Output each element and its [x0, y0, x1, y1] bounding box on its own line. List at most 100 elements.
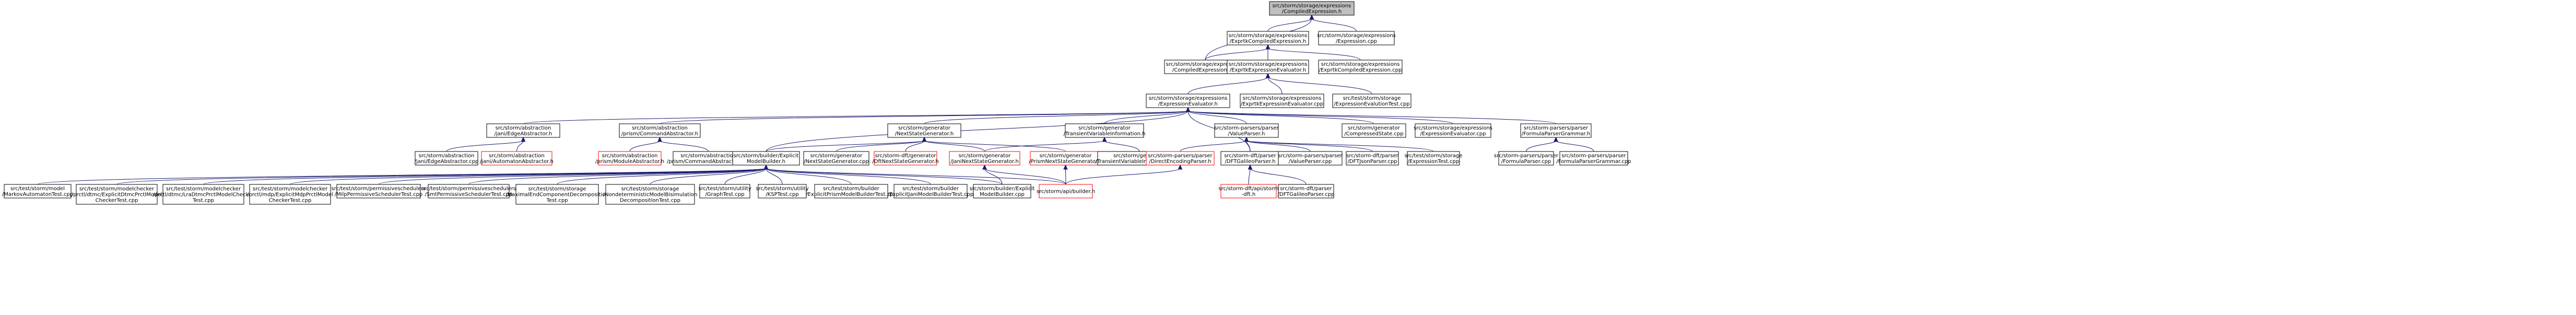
graph-node[interactable]: src/storm/abstraction/prism/CommandAbstr… [619, 123, 701, 138]
node-box[interactable] [758, 184, 807, 199]
node-box[interactable] [1415, 123, 1491, 138]
node-box[interactable] [1342, 123, 1406, 138]
node-box[interactable] [1220, 151, 1280, 166]
graph-node[interactable]: src/storm-dft/generator/DftNextStateGene… [872, 151, 939, 166]
node-box[interactable] [699, 184, 750, 199]
node-box[interactable] [874, 151, 937, 166]
node-box[interactable] [732, 151, 800, 166]
graph-node[interactable]: src/storm-dft/api/storm-dft.h [1218, 184, 1279, 199]
node-box[interactable] [673, 151, 744, 166]
graph-node[interactable]: src/storm/generator/NextStateGenerator.c… [803, 151, 869, 166]
node-box[interactable] [605, 184, 695, 205]
graph-node[interactable]: src/storm/builder/ExplicitModelBuilder.c… [970, 184, 1035, 199]
node-box[interactable] [336, 184, 421, 199]
node-box[interactable] [1220, 184, 1277, 199]
graph-node[interactable]: src/test/storm/utility/GraphTest.cpp [698, 184, 751, 199]
graph-node[interactable]: src/storm/storage/expressions/Expression… [1146, 94, 1230, 108]
dependency-edge [984, 140, 1105, 152]
graph-node[interactable]: src/storm-parsers/parser/ValueParser.h [1214, 123, 1279, 138]
graph-node[interactable]: src/storm/abstraction/prism/ModuleAbstra… [595, 151, 664, 166]
graph-node[interactable]: src/storm-parsers/parser/FormulaParserGr… [1520, 123, 1592, 138]
node-box[interactable] [1039, 184, 1093, 199]
node-box[interactable] [1346, 151, 1399, 166]
graph-node[interactable]: src/test/storm/modelchecker/prctl/dtmc/E… [72, 184, 162, 205]
node-box[interactable] [481, 151, 552, 166]
graph-node[interactable]: src/storm-parsers/parser/FormulaParserGr… [1556, 151, 1631, 166]
dependency-edge [290, 168, 767, 185]
graph-node[interactable]: src/test/storm/permissiveschedulers/SmtP… [421, 184, 516, 199]
graph-node[interactable]: src/storm/storage/expressions/ExprtkComp… [1227, 31, 1309, 45]
node-box[interactable] [1407, 151, 1460, 166]
node-box[interactable] [1278, 151, 1343, 166]
graph-node[interactable]: src/storm/abstraction/jani/EdgeAbstracto… [415, 151, 479, 166]
graph-node[interactable]: src/test/storm/permissiveschedulers/Milp… [331, 184, 426, 199]
node-box[interactable] [515, 184, 599, 205]
node-box[interactable] [1332, 94, 1411, 108]
graph-node[interactable]: src/test/storm/builder/ExplicitJaniModel… [888, 184, 973, 199]
graph-node[interactable]: src/test/storm/modelchecker/prctl/mdp/Ex… [247, 184, 333, 205]
graph-node[interactable]: src/storm/generator/PrismNextStateGenera… [1029, 151, 1102, 166]
graph-node[interactable]: src/test/storm/utility/KSPTest.cpp [756, 184, 809, 199]
graph-node[interactable]: src/storm-dft/parser/DFTGalileoParser.cp… [1278, 184, 1335, 199]
graph-node[interactable]: src/test/storm/builder/ExplicitPrismMode… [806, 184, 897, 199]
node-box[interactable] [1269, 1, 1355, 16]
node-box[interactable] [486, 123, 560, 138]
graph-node[interactable]: src/storm/storage/expressions/Expression… [1317, 31, 1396, 45]
node-box[interactable] [1146, 94, 1230, 108]
node-box[interactable] [1240, 94, 1324, 108]
graph-node[interactable]: src/storm/storage/expressions/ExprtkExpr… [1240, 94, 1324, 108]
node-box[interactable] [1520, 123, 1592, 138]
graph-node[interactable]: src/storm/storage/expressions/ExprtkExpr… [1227, 60, 1309, 74]
node-box[interactable] [1227, 31, 1309, 45]
node-box[interactable] [1065, 123, 1144, 138]
graph-node[interactable]: src/storm/storage/expressions/CompiledEx… [1269, 1, 1355, 16]
node-box[interactable] [1498, 151, 1554, 166]
graph-node[interactable]: src/storm/abstraction/jani/AutomatonAbst… [480, 151, 554, 166]
node-box[interactable] [1030, 151, 1101, 166]
graph-node[interactable]: src/storm/generator/NextStateGenerator.h [887, 123, 961, 138]
graph-node[interactable]: src/test/storm/modelchecker/prctl/dtmc/L… [153, 184, 254, 205]
graph-node[interactable]: src/storm/storage/expressions/Expression… [1414, 123, 1492, 138]
graph-node[interactable]: src/storm/abstraction/jani/EdgeAbstracto… [486, 123, 560, 138]
node-box[interactable] [887, 123, 961, 138]
node-box[interactable] [1559, 151, 1628, 166]
node-label: src/storm/abstraction [489, 153, 545, 159]
graph-node[interactable]: src/storm-dft/parser/DFTGalileoParser.h [1220, 151, 1280, 166]
node-box[interactable] [949, 151, 1020, 166]
graph-node[interactable]: src/storm/abstraction/prism/CommandAbstr… [667, 151, 750, 166]
node-box[interactable] [249, 184, 331, 205]
graph-node[interactable]: src/storm-parsers/parser/ValueParser.cpp [1278, 151, 1343, 166]
graph-node[interactable]: src/test/storm/storage/ExpressionEvaluti… [1332, 94, 1411, 108]
graph-node[interactable]: src/storm-dft/parser/DFTJsonParser.cpp [1346, 151, 1399, 166]
graph-node[interactable]: src/storm-parsers/parser/DirectEncodingP… [1146, 151, 1215, 166]
graph-node[interactable]: src/test/storm/storage/MaximalEndCompone… [505, 184, 609, 205]
node-box[interactable] [973, 184, 1031, 199]
node-box[interactable] [814, 184, 888, 199]
node-box[interactable] [162, 184, 244, 205]
graph-node[interactable]: src/storm/api/builder.h [1037, 184, 1095, 199]
graph-node[interactable]: src/storm/generator/CompressedState.cpp [1342, 123, 1406, 138]
node-box[interactable] [428, 184, 510, 199]
node-box[interactable] [893, 184, 968, 199]
graph-node[interactable]: src/storm-parsers/parser/FormulaParser.c… [1494, 151, 1559, 166]
node-box[interactable] [1318, 60, 1403, 74]
node-box[interactable] [4, 184, 72, 199]
graph-node[interactable]: src/storm/storage/expressions/ExprtkComp… [1318, 60, 1403, 74]
node-box[interactable] [1146, 151, 1215, 166]
node-box[interactable] [1278, 184, 1334, 199]
graph-node[interactable]: src/test/storm/storage/NondeterministicM… [603, 184, 698, 205]
graph-node[interactable]: src/test/storm/storage/ExpressionTest.cp… [1405, 151, 1463, 166]
node-box[interactable] [619, 123, 701, 138]
node-box[interactable] [598, 151, 662, 166]
node-box[interactable] [1214, 123, 1279, 138]
graph-node[interactable]: src/test/storm/model/MarkovAutomatonTest… [2, 184, 73, 199]
node-box[interactable] [803, 151, 869, 166]
node-box[interactable] [1227, 60, 1309, 74]
graph-node[interactable]: src/storm/generator/TransientVariableInf… [1064, 123, 1146, 138]
graph-node[interactable]: src/storm/generator/JaniNextStateGenerat… [949, 151, 1020, 166]
node-box[interactable] [76, 184, 158, 205]
node-label: CheckerTest.cpp [269, 198, 312, 204]
node-box[interactable] [415, 151, 478, 166]
node-box[interactable] [1318, 31, 1395, 45]
